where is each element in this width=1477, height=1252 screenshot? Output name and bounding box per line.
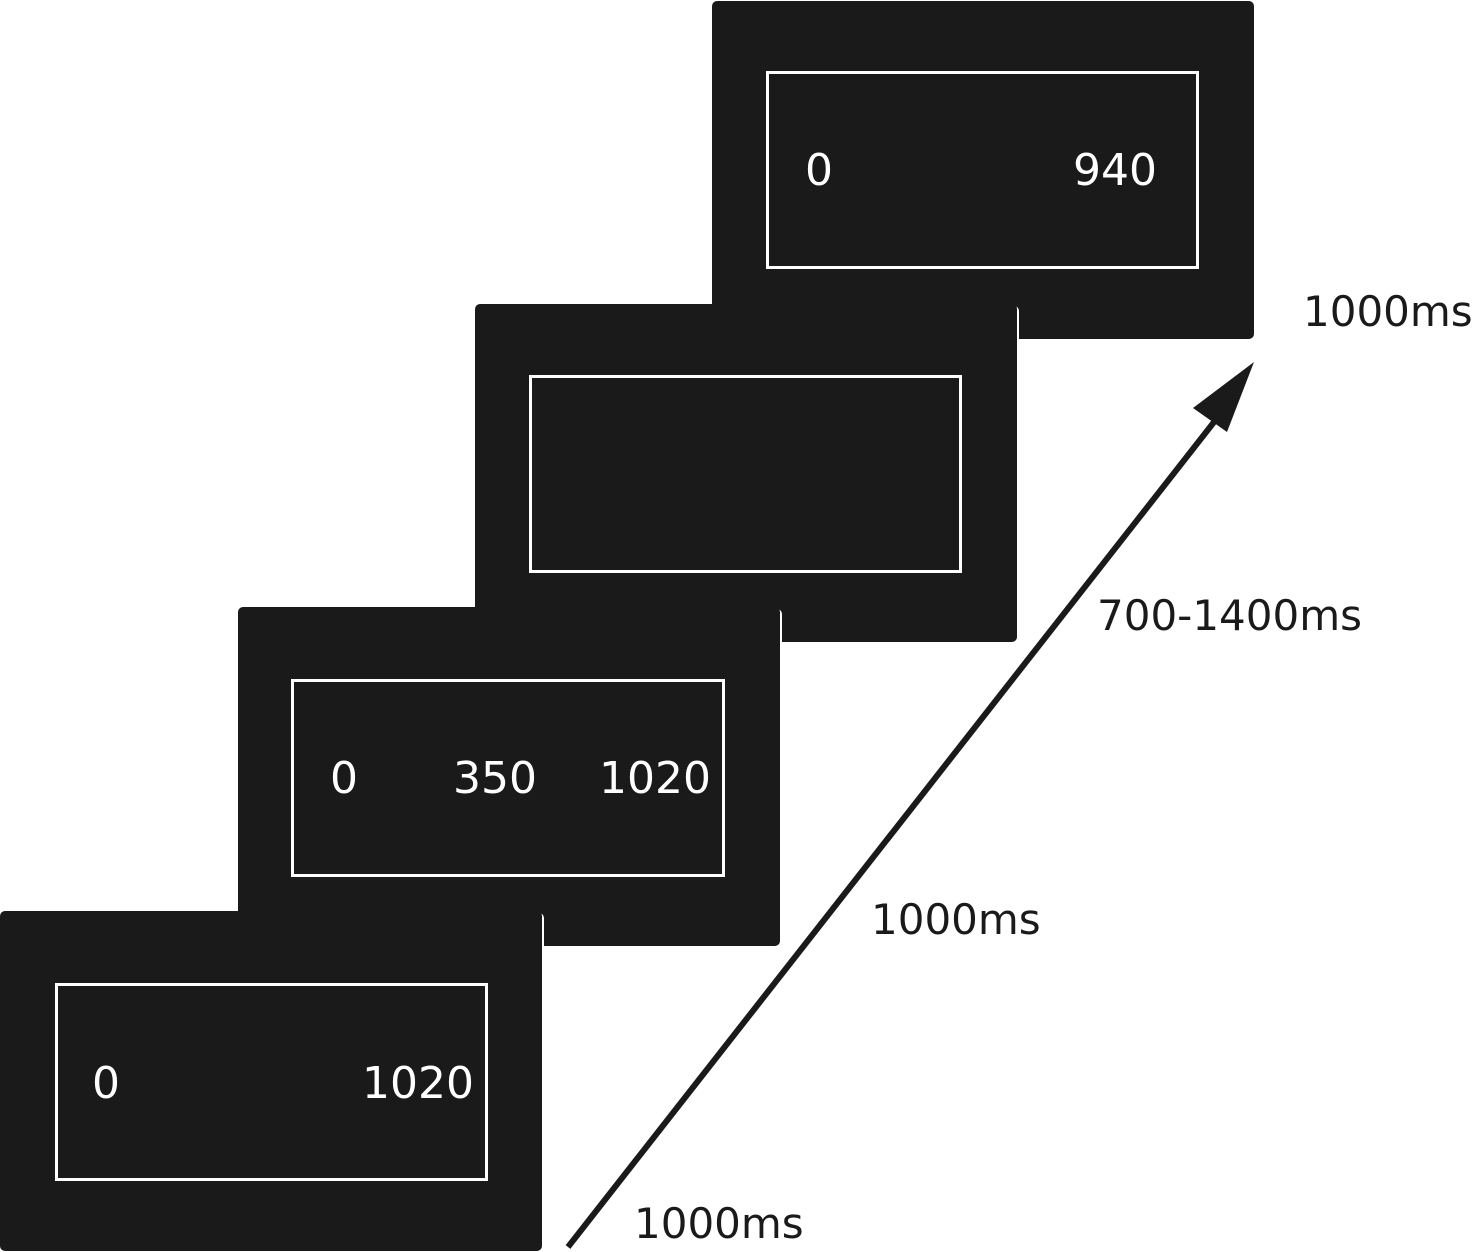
screen-1-frame: [55, 983, 488, 1181]
timing-label-1: 1000ms: [634, 1199, 804, 1248]
screen-2-frame: [291, 679, 725, 877]
screen-4-right-number: 940: [1073, 145, 1157, 196]
screen-3-frame: [529, 375, 962, 573]
timing-label-3: 700-1400ms: [1097, 591, 1363, 640]
screen-1-right-number: 1020: [362, 1058, 474, 1109]
timing-label-4: 1000ms: [1303, 287, 1473, 336]
screen-2-left-number: 0: [330, 753, 358, 804]
arrow-head-icon: [1193, 362, 1254, 432]
screen-3-blank: [475, 304, 1017, 642]
timing-label-2: 1000ms: [871, 895, 1041, 944]
screen-1-scale: 0 1020: [0, 911, 542, 1251]
screen-4-frame: [766, 71, 1199, 269]
screen-4-feedback: 0 940: [712, 1, 1254, 339]
screen-4-left-number: 0: [805, 145, 833, 196]
screen-1-left-number: 0: [92, 1058, 120, 1109]
screen-2-stimulus: 0 350 1020: [238, 607, 780, 946]
screen-2-middle-number: 350: [453, 753, 537, 804]
screen-2-right-number: 1020: [599, 753, 711, 804]
